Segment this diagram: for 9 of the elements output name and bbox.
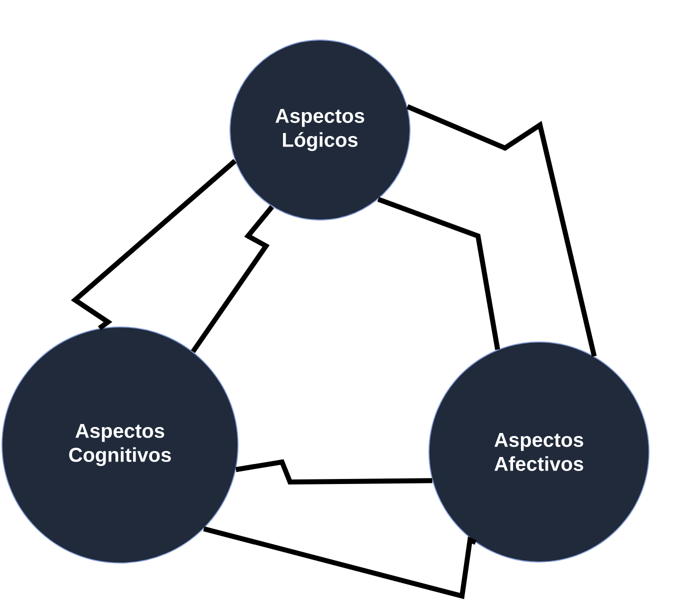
connector: [70, 159, 237, 330]
connector: [377, 196, 500, 350]
circle-node: Aspectos Lógicos: [230, 40, 410, 220]
circle-node: Aspectos Afectivos: [428, 342, 650, 562]
connector: [190, 205, 274, 354]
connector: [203, 526, 477, 600]
connector: [236, 459, 432, 484]
connector: [406, 104, 597, 357]
circle-node: Aspectos Cognitivos: [2, 326, 238, 564]
